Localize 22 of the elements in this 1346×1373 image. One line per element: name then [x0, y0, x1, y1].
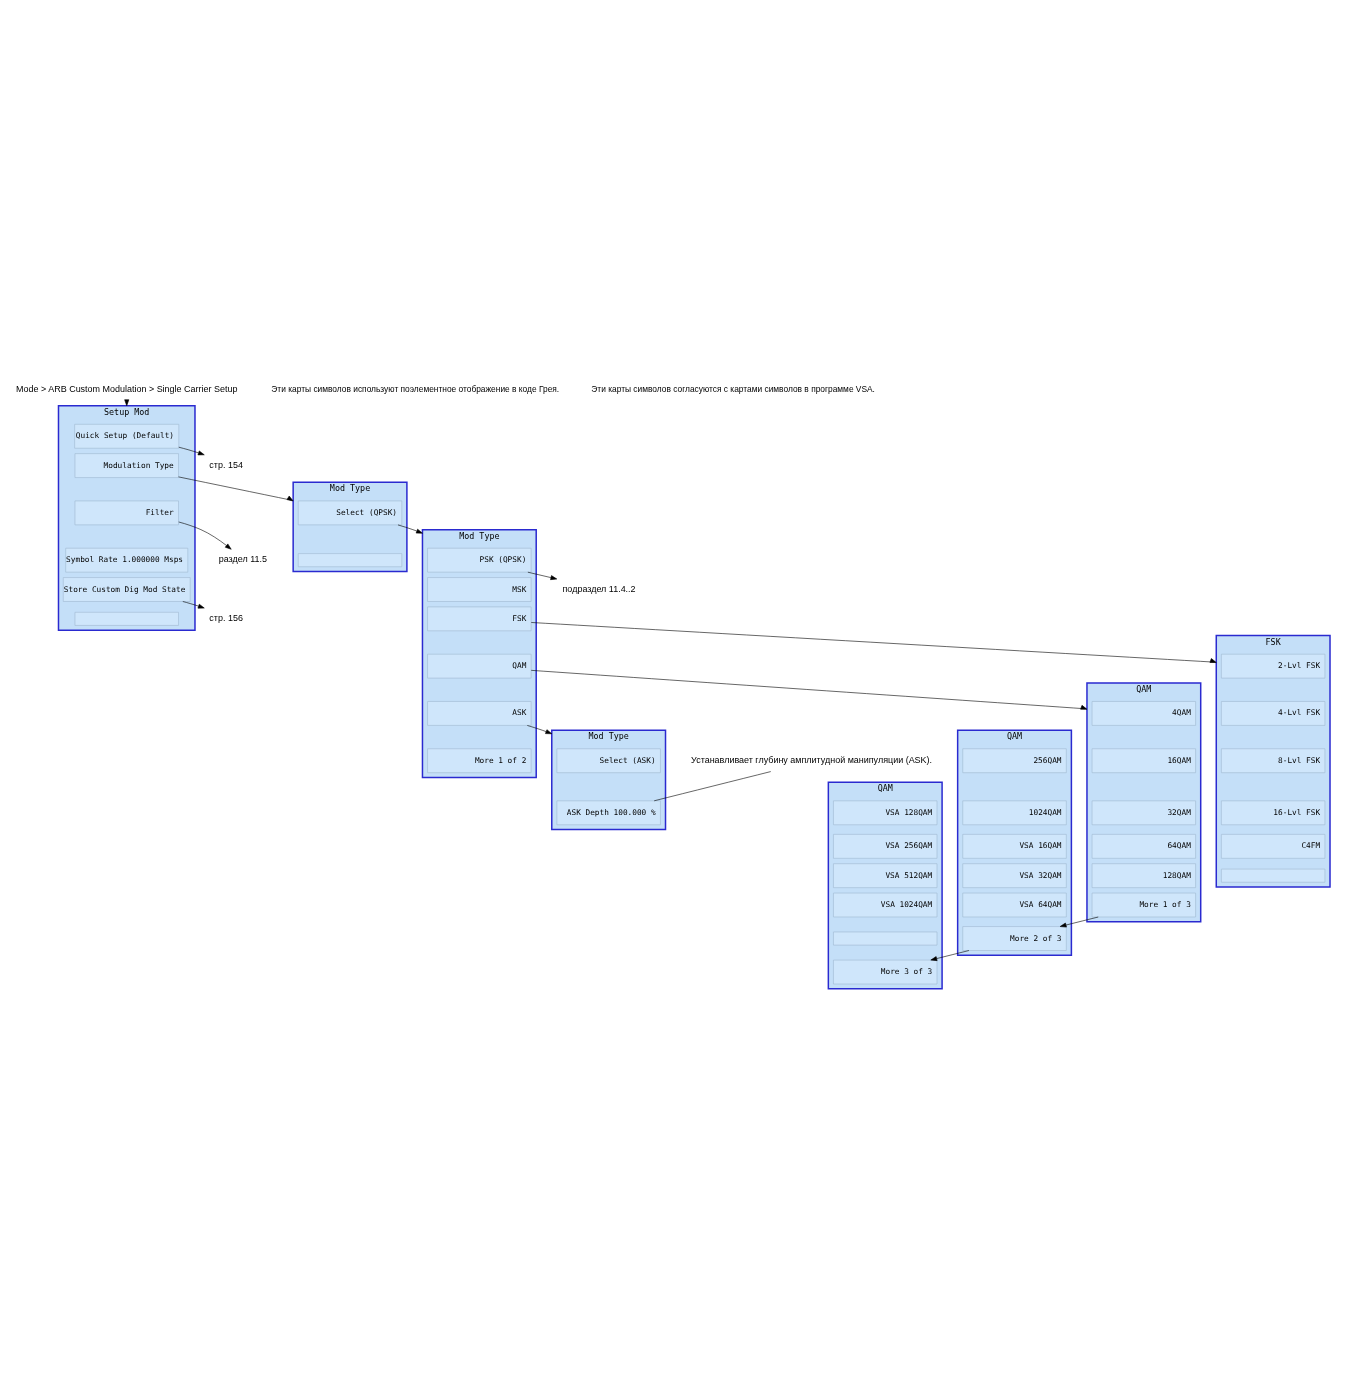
arrow — [397, 524, 423, 534]
arrow — [178, 446, 205, 456]
arrow — [182, 601, 205, 609]
arrow — [930, 950, 970, 961]
node-text: стр. 156 — [209, 612, 243, 623]
label: Эти карты символов согласуются с картами символов в программе VSA. — [591, 384, 875, 395]
label: Эти карты символов используют поэлементное отображение в коде Грея. — [271, 384, 560, 395]
node-box — [1221, 868, 1326, 883]
node-text: Mode > ARB Custom Modulation > Single Carrier Setup — [16, 384, 238, 395]
node-text: подраздел 11.4..2 — [562, 583, 636, 594]
node-box — [74, 611, 179, 626]
node-box — [833, 931, 938, 946]
arrow — [1059, 916, 1099, 928]
node-text: раздел 11.5 — [218, 554, 267, 565]
arrow — [530, 670, 1088, 710]
arrow — [527, 571, 558, 580]
node-box — [297, 553, 403, 568]
arrow — [178, 476, 294, 502]
node-text: стр. 154 — [209, 459, 243, 470]
node-text: Устанавливает глубину амплитудной манипуляции (ASK). — [691, 754, 933, 765]
arrow — [530, 622, 1217, 663]
arrow — [527, 725, 553, 735]
